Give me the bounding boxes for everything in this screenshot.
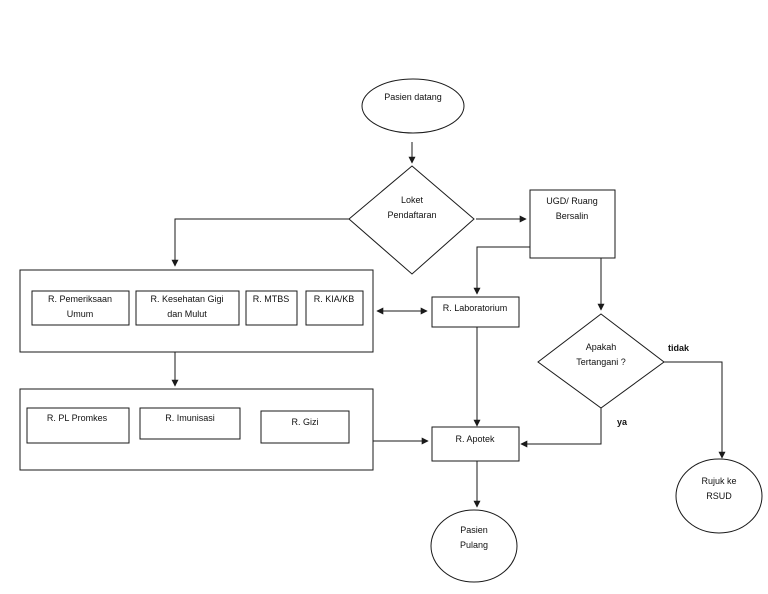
gizi-label: R. Gizi	[292, 417, 319, 427]
ugd-label-line2: Bersalin	[556, 211, 589, 221]
edge-decision-apotek-ya	[520, 408, 602, 448]
kia-label: R. KIA/KB	[314, 294, 355, 304]
imunisasi-label: R. Imunisasi	[165, 413, 215, 423]
edge-loket-poli	[171, 218, 349, 267]
start-node-pasien-datang	[361, 78, 465, 134]
node-r-laboratorium	[431, 296, 520, 328]
apotek-label: R. Apotek	[455, 434, 495, 444]
gigi-label-line2: dan Mulut	[167, 309, 207, 319]
edge-ugd-lab	[473, 246, 530, 295]
end-node-pasien-pulang	[430, 509, 518, 583]
edge-decision-rujuk-tidak	[664, 361, 726, 459]
ugd-label-line1: UGD/ Ruang	[546, 196, 598, 206]
node-r-imunisasi	[139, 407, 241, 440]
node-r-gizi	[260, 410, 350, 444]
node-r-pemeriksaan-umum	[31, 290, 130, 326]
pemeriksaan-label-line1: R. Pemeriksaan	[48, 294, 112, 304]
gigi-label-line1: R. Kesehatan Gigi	[150, 294, 223, 304]
pl-promkes-label: R. PL Promkes	[47, 413, 108, 423]
node-ugd-ruang-bersalin	[529, 189, 616, 259]
pemeriksaan-label-line2: Umum	[67, 309, 94, 319]
node-r-pl-promkes	[26, 407, 130, 444]
mtbs-label: R. MTBS	[253, 294, 290, 304]
rujuk-label-line2: RSUD	[706, 491, 732, 501]
node-r-mtbs	[245, 290, 298, 326]
node-r-kesehatan-gigi	[135, 290, 240, 326]
node-r-kia-kb	[305, 290, 364, 326]
pulang-label-line1: Pasien	[460, 525, 488, 535]
decision-apakah-tertangani	[537, 313, 665, 409]
decision-loket-pendaftaran	[348, 165, 475, 275]
apakah-label-line1: Apakah	[586, 342, 617, 352]
rujuk-label-line1: Rujuk ke	[701, 476, 736, 486]
loket-label-line1: Loket	[401, 195, 424, 205]
start-node-label: Pasien datang	[384, 92, 442, 102]
node-r-apotek	[431, 426, 520, 462]
laboratorium-label: R. Laboratorium	[443, 303, 508, 313]
edge-label-ya: ya	[617, 417, 628, 427]
pulang-label-line2: Pulang	[460, 540, 488, 550]
loket-label-line2: Pendaftaran	[387, 210, 436, 220]
end-node-rujuk-rsud	[675, 458, 763, 534]
apakah-label-line2: Tertangani ?	[576, 357, 626, 367]
edge-label-tidak: tidak	[668, 343, 690, 353]
